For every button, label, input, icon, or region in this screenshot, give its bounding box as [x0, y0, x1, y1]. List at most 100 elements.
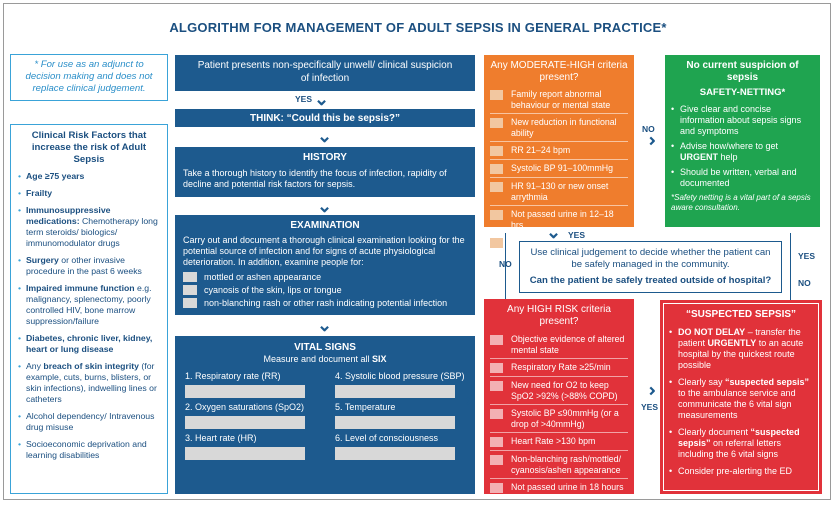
vital-sign-item: 6. Level of consciousness — [335, 433, 465, 460]
checkbox[interactable] — [490, 483, 503, 493]
checkbox[interactable] — [183, 272, 197, 282]
vital-sign-input[interactable] — [185, 416, 305, 429]
high-risk-criterion-item[interactable]: Objective evidence of altered mental sta… — [490, 334, 628, 355]
checkbox[interactable] — [490, 238, 503, 248]
vital-signs-box: VITAL SIGNS Measure and document all SIX… — [175, 336, 475, 494]
suspected-sepsis-box: “SUSPECTED SEPSIS” DO NOT DELAY – transf… — [660, 300, 822, 494]
high-risk-criterion-item[interactable]: Not passed urine in 18 hours — [490, 482, 628, 493]
vital-sign-label: 4. Systolic blood pressure (SBP) — [335, 371, 465, 381]
vital-signs-grid: 1. Respiratory rate (RR) 4. Systolic bloo… — [185, 371, 465, 460]
risk-factors-panel: Clinical Risk Factors that increase the … — [10, 124, 168, 494]
moderate-criterion-item[interactable]: Systolic BP 91–100mmHg — [490, 163, 628, 174]
high-risk-criterion-label: Systolic BP ≤90mmHg (or a drop of >40mmH… — [511, 408, 619, 429]
risk-factor-item: Socioeconomic deprivation and learning d… — [18, 439, 160, 461]
risk-factor-bold: Surgery — [26, 255, 59, 265]
examination-check-item[interactable]: cyanosis of the skin, lips or tongue — [183, 285, 467, 295]
suspected-item: Clearly document “suspected sepsis” on r… — [669, 427, 813, 460]
suspected-title: “SUSPECTED SEPSIS” — [685, 309, 797, 320]
checkbox[interactable] — [183, 285, 197, 295]
moderate-criterion-item[interactable]: Family report abnormal behaviour or ment… — [490, 89, 628, 110]
vital-sign-item: 1. Respiratory rate (RR) — [185, 371, 315, 398]
risk-factor-bold: Frailty — [26, 188, 53, 198]
vital-signs-title: VITAL SIGNS — [294, 342, 356, 353]
vital-sign-input[interactable] — [335, 416, 455, 429]
vital-sign-input[interactable] — [335, 385, 455, 398]
vital-sign-item: 2. Oxygen saturations (SpO2) — [185, 402, 315, 429]
moderate-criterion-label: Not passed urine in 12–18 hrs — [511, 209, 614, 230]
divider — [490, 205, 628, 206]
safety-item: Should be written, verbal and documented — [671, 167, 814, 189]
risk-factor-bold: Age ≥75 years — [26, 171, 85, 181]
examination-text: Carry out and document a thorough clinic… — [183, 235, 465, 267]
high-risk-criterion-item[interactable]: New need for O2 to keep SpO2 >92% (>88% … — [490, 380, 628, 401]
checkbox[interactable] — [490, 210, 503, 220]
yes-label-2: YES — [568, 230, 586, 240]
moderate-criterion-item[interactable]: RR 21–24 bpm — [490, 145, 628, 156]
checkbox[interactable] — [490, 146, 503, 156]
checkbox[interactable] — [490, 182, 503, 192]
vital-sign-input[interactable] — [185, 385, 305, 398]
vital-sign-input[interactable] — [185, 447, 305, 460]
outer-frame — [3, 3, 831, 500]
checkbox[interactable] — [490, 437, 503, 447]
think-box: THINK: “Could this be sepsis?” — [175, 109, 475, 127]
vital-signs-subtitle-bold: SIX — [372, 354, 387, 364]
risk-factor-text: e.g. malignancy, splenectomy, poorly con… — [26, 283, 152, 326]
safety-netting-box: No current suspicion of sepsis SAFETY-NE… — [665, 55, 820, 227]
moderate-high-title: Any MODERATE-HIGH criteria present? — [490, 60, 628, 83]
high-risk-criterion-label: Heart Rate >130 bpm — [511, 436, 596, 446]
high-risk-criterion-label: Objective evidence of altered mental sta… — [511, 334, 625, 355]
judgement-question: Can the patient be safely treated outsid… — [529, 275, 772, 286]
risk-factors-title: Clinical Risk Factors that increase the … — [31, 130, 147, 165]
divider — [490, 358, 628, 359]
yes-label-3: YES — [798, 251, 816, 261]
moderate-criterion-label: Systolic BP 91–100mmHg — [511, 163, 614, 173]
vital-sign-item: 3. Heart rate (HR) — [185, 433, 315, 460]
arrow-right-icon: ⌄ — [638, 133, 659, 149]
vital-sign-label: 6. Level of consciousness — [335, 433, 439, 443]
checkbox[interactable] — [490, 164, 503, 174]
moderate-criterion-item[interactable]: HR 91–130 or new onset arrythmia — [490, 181, 628, 202]
checkbox[interactable] — [490, 363, 503, 373]
presents-text: Patient presents non-specifically unwell… — [197, 60, 453, 84]
vital-sign-label: 1. Respiratory rate (RR) — [185, 371, 281, 381]
high-risk-criterion-item[interactable]: Heart Rate >130 bpm — [490, 436, 628, 447]
high-risk-criterion-item[interactable]: Respiratory Rate ≥25/min — [490, 362, 628, 373]
vital-sign-label: 3. Heart rate (HR) — [185, 433, 257, 443]
checkbox[interactable] — [183, 298, 197, 308]
moderate-criterion-item[interactable]: Not passed urine in 12–18 hrs — [490, 209, 628, 230]
vital-sign-input[interactable] — [335, 447, 455, 460]
moderate-high-box: Any MODERATE-HIGH criteria present? Fami… — [484, 55, 634, 248]
history-title: HISTORY — [303, 152, 347, 163]
examination-check-label: cyanosis of the skin, lips or tongue — [204, 285, 342, 295]
divider — [490, 478, 628, 479]
judgement-text: Use clinical judgement to decide whether… — [530, 247, 771, 270]
examination-check-item[interactable]: non-blanching rash or other rash indicat… — [183, 298, 467, 308]
checkbox[interactable] — [490, 381, 503, 391]
high-risk-criterion-item[interactable]: Systolic BP ≤90mmHg (or a drop of >40mmH… — [490, 408, 628, 429]
risk-factor-item: Age ≥75 years — [18, 171, 160, 182]
suspected-item: Consider pre-alerting the ED — [669, 466, 813, 477]
checkbox[interactable] — [490, 118, 503, 128]
checkbox[interactable] — [490, 455, 503, 465]
safety-item: Advise how/where to get URGENT help — [671, 141, 814, 163]
moderate-criterion-label: HR 91–130 or new onset arrythmia — [511, 181, 609, 202]
arrow-right-icon: ⌄ — [638, 383, 659, 399]
think-text: THINK: “Could this be sepsis?” — [249, 113, 400, 124]
checkbox[interactable] — [490, 335, 503, 345]
suspected-item: Clearly say “suspected sepsis” to the am… — [669, 377, 813, 421]
moderate-criterion-label: New reduction in functional ability — [511, 117, 617, 138]
risk-factor-item: Any breach of skin integrity (for exampl… — [18, 361, 160, 405]
judgement-box: Use clinical judgement to decide whether… — [519, 241, 782, 293]
divider — [490, 159, 628, 160]
checkbox[interactable] — [490, 409, 503, 419]
high-risk-criterion-item[interactable]: Non-blanching rash/mottled/ cyanosis/ash… — [490, 454, 628, 475]
presents-box: Patient presents non-specifically unwell… — [175, 55, 475, 91]
risk-factor-item: Alcohol dependency/ Intravenous drug mis… — [18, 411, 160, 433]
yes-label-1: YES — [295, 94, 313, 104]
checkbox[interactable] — [490, 90, 503, 100]
no-label-1: NO — [642, 124, 655, 134]
examination-check-item[interactable]: mottled or ashen appearance — [183, 272, 467, 282]
arrow-right-icon: ⌄ — [455, 393, 476, 409]
moderate-criterion-item[interactable]: New reduction in functional ability — [490, 117, 628, 138]
